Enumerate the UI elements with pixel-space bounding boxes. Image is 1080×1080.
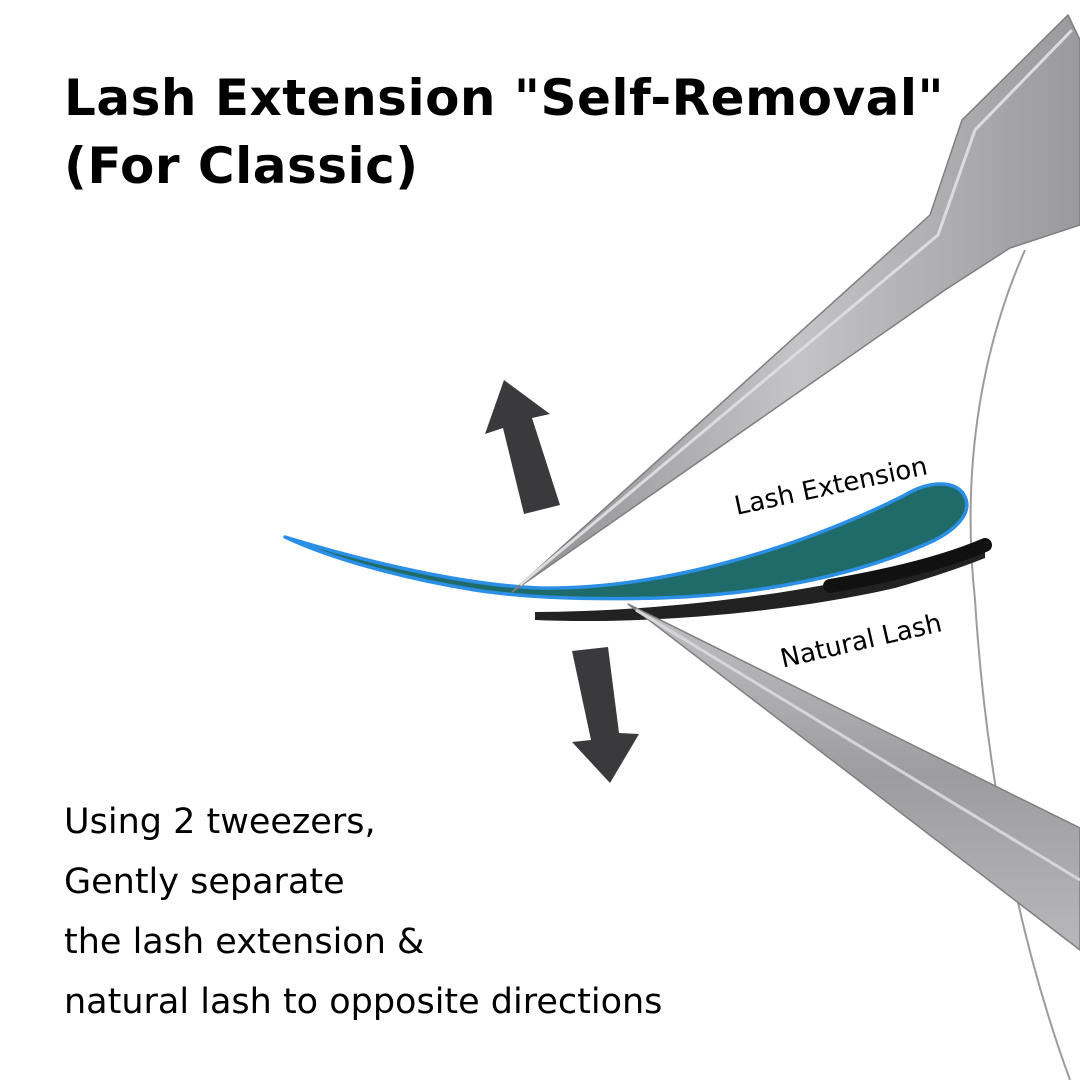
- eye-outline: [969, 249, 1071, 1080]
- instruction-line: Gently separate: [64, 862, 345, 902]
- lash-extension: [283, 482, 969, 601]
- instruction-line: the lash extension &: [64, 922, 425, 962]
- tweezer-icon: [627, 603, 1080, 951]
- page-title: Lash Extension "Self-Removal" (For Class…: [64, 64, 944, 200]
- instruction-line: natural lash to opposite directions: [64, 982, 663, 1022]
- title-line: Lash Extension "Self-Removal": [64, 69, 945, 127]
- title-line: (For Classic): [64, 137, 419, 195]
- tweezer-icon: [511, 14, 1080, 593]
- instructions: Using 2 tweezers, Gently separate the la…: [64, 792, 662, 1032]
- instruction-line: Using 2 tweezers,: [64, 802, 376, 842]
- arrow-up-icon: [485, 380, 560, 514]
- arrow-down-icon: [572, 647, 639, 783]
